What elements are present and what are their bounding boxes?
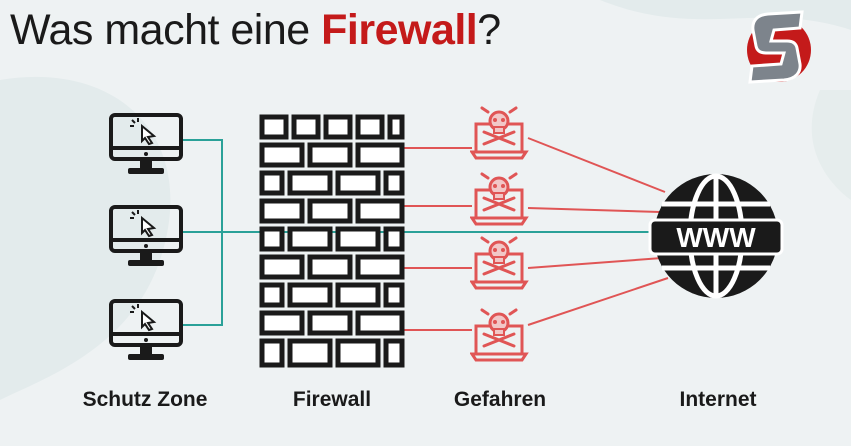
title-suffix: ? [477,6,501,54]
globe-icon: WWW [648,173,784,299]
s-logo-icon [747,10,811,84]
label-internet: Internet [679,388,757,411]
title-highlight: Firewall [321,6,478,54]
computer-icon [109,299,183,360]
brick-wall-icon [259,114,405,368]
computer-icon [109,205,183,266]
label-schutz-zone: Schutz Zone [82,388,208,411]
infected-laptop-icon [470,236,529,290]
infected-laptop-icon [470,308,529,362]
title-prefix: Was macht eine [10,6,322,54]
page-title: Was macht eine Firewall? [10,6,501,55]
infected-laptop-icon [470,106,529,160]
label-gefahren: Gefahren [453,388,547,411]
teal-lines [182,139,660,326]
label-firewall: Firewall [292,388,372,411]
www-text: WWW [676,222,756,253]
red-lines [402,137,669,331]
infected-laptop-icon [470,172,529,226]
computer-icon [109,113,183,174]
